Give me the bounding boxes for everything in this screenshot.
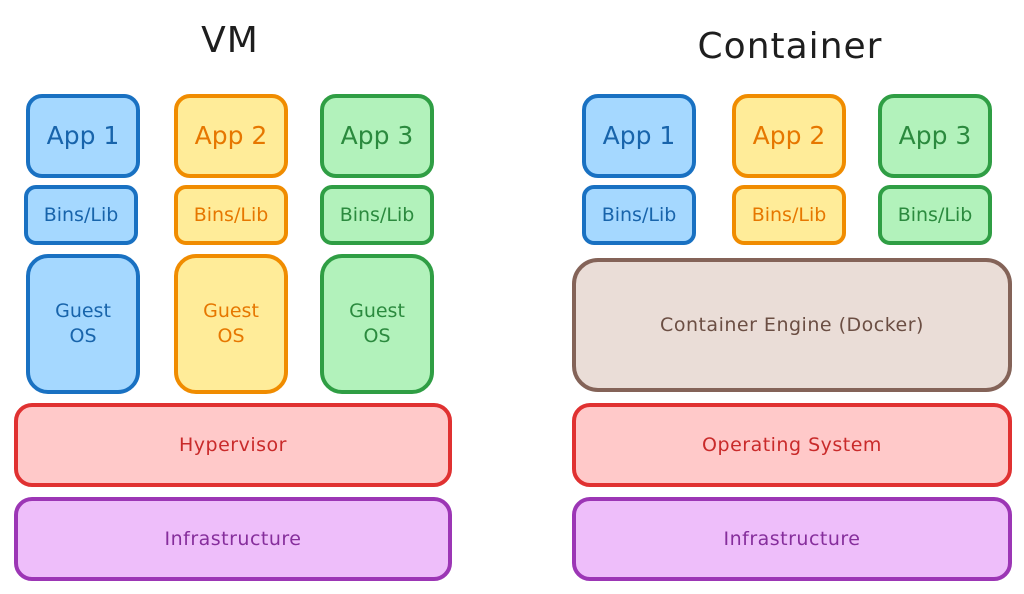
vm-guest-os-3-box: Guest OS (320, 254, 434, 394)
container-app-2-box: App 2 (732, 94, 846, 178)
vm-bins-lib-1-box: Bins/Lib (24, 185, 138, 245)
container-infrastructure-box: Infrastructure (572, 497, 1012, 581)
vm-app-2-box: App 2 (174, 94, 288, 178)
container-bins-lib-1-box: Bins/Lib (582, 185, 696, 245)
vm-guest-os-2-box: Guest OS (174, 254, 288, 394)
vm-infrastructure-box: Infrastructure (14, 497, 452, 581)
container-app-1-box: App 1 (582, 94, 696, 178)
hypervisor-box: Hypervisor (14, 403, 452, 487)
vm-title: VM (201, 20, 259, 61)
operating-system-box: Operating System (572, 403, 1012, 487)
container-app-3-box: App 3 (878, 94, 992, 178)
container-bins-lib-3-box: Bins/Lib (878, 185, 992, 245)
container-bins-lib-2-box: Bins/Lib (732, 185, 846, 245)
vm-app-3-box: App 3 (320, 94, 434, 178)
container-engine-box: Container Engine (Docker) (572, 258, 1012, 392)
container-title: Container (697, 26, 883, 67)
vm-guest-os-1-box: Guest OS (26, 254, 140, 394)
vm-bins-lib-3-box: Bins/Lib (320, 185, 434, 245)
vm-app-1-box: App 1 (26, 94, 140, 178)
vm-bins-lib-2-box: Bins/Lib (174, 185, 288, 245)
